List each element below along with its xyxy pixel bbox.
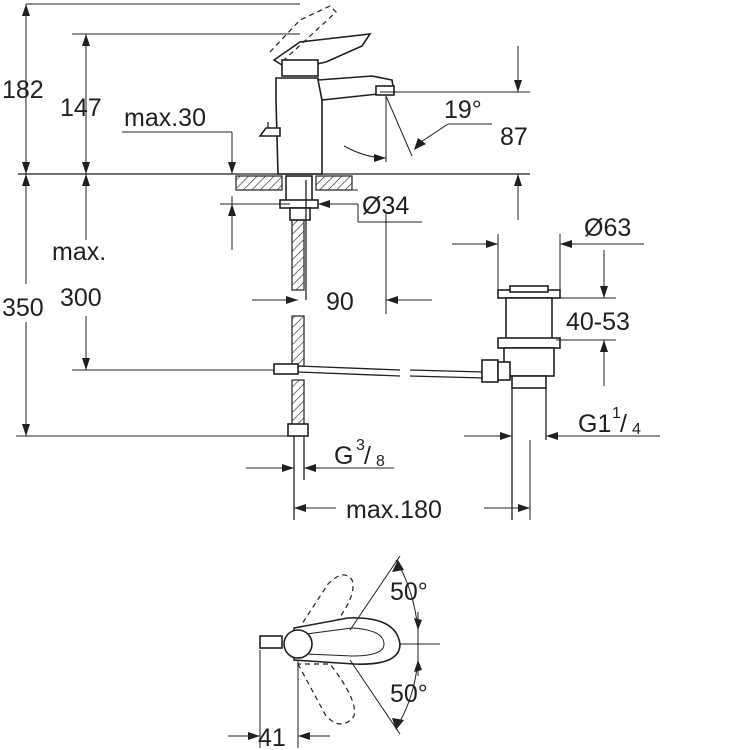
aerator <box>375 85 395 96</box>
supply-connector <box>287 423 309 437</box>
lever-pivot <box>283 629 313 659</box>
lever-open-outline <box>269 5 337 61</box>
dim-50deg-top: 50° <box>390 578 428 606</box>
linkage-rod-b <box>297 371 401 377</box>
lever-base <box>281 59 319 77</box>
dim-19deg: 19° <box>444 96 482 124</box>
dim-d63: Ø63 <box>584 214 631 242</box>
dim-50deg-bottom: 50° <box>390 680 428 708</box>
dim-40-53: 40-53 <box>566 308 630 336</box>
waste-linkage-port <box>481 359 499 383</box>
supply-thread-den: 8 <box>376 453 385 470</box>
linkage-rod-d <box>409 375 485 379</box>
counter-hatch-left <box>235 175 283 191</box>
dim-supply-thread: G 3 / 8 <box>334 437 385 470</box>
linkage-rod-c <box>409 369 485 373</box>
svg-text:/: / <box>620 410 627 438</box>
dim-max-label: max. <box>52 238 106 266</box>
lever-position-bottom <box>296 663 356 725</box>
dim-max30: max.30 <box>124 104 206 132</box>
dim-350: 350 <box>2 294 44 322</box>
dim-182: 182 <box>2 76 44 104</box>
popup-knob <box>258 127 281 137</box>
waste-thread-den: 4 <box>632 421 641 438</box>
dim-147: 147 <box>60 94 102 122</box>
waste-cap <box>509 285 549 293</box>
dim-max180: max.180 <box>346 496 442 524</box>
waste-body <box>505 297 553 343</box>
supply-hose-middle <box>291 315 305 367</box>
dimension-labels: 182 147 max.30 19° 87 Ø34 max. 300 350 9… <box>2 76 641 750</box>
dimension-lines <box>16 3 660 520</box>
waste-tail-nut <box>511 375 547 389</box>
supply-hose-lower <box>291 379 305 427</box>
lever-inner-contour <box>305 627 385 657</box>
mounting-area <box>18 173 530 520</box>
dim-90: 90 <box>326 288 354 316</box>
counter-hatch-right <box>315 175 353 191</box>
waste-lower-body <box>503 347 555 377</box>
lever-top-view <box>228 555 440 748</box>
faucet-side-view <box>258 5 395 175</box>
mount-nut-lower <box>289 207 311 221</box>
popup-linkage <box>273 363 485 379</box>
dim-41: 41 <box>258 724 286 750</box>
dim-87: 87 <box>500 123 528 151</box>
faucet-body <box>275 77 323 175</box>
supply-hose-upper <box>291 219 305 291</box>
waste-nut <box>497 337 561 349</box>
waste-thread-num: 1 <box>612 405 621 422</box>
linkage-clamp <box>273 363 299 375</box>
lever-stub <box>259 635 283 649</box>
waste-thread-main: G1 <box>578 410 611 438</box>
svg-text:/: / <box>364 442 371 470</box>
lever-position-top <box>296 574 354 631</box>
dim-waste-thread: G1 1 / 4 <box>578 405 641 438</box>
waste-fitting <box>481 285 561 520</box>
supply-thread-main: G <box>334 442 353 470</box>
waste-port-nut <box>497 361 511 381</box>
dim-d34: Ø34 <box>362 192 409 220</box>
supply-thread-num: 3 <box>356 437 365 454</box>
dim-300: 300 <box>60 284 102 312</box>
linkage-rod-a <box>297 365 401 371</box>
